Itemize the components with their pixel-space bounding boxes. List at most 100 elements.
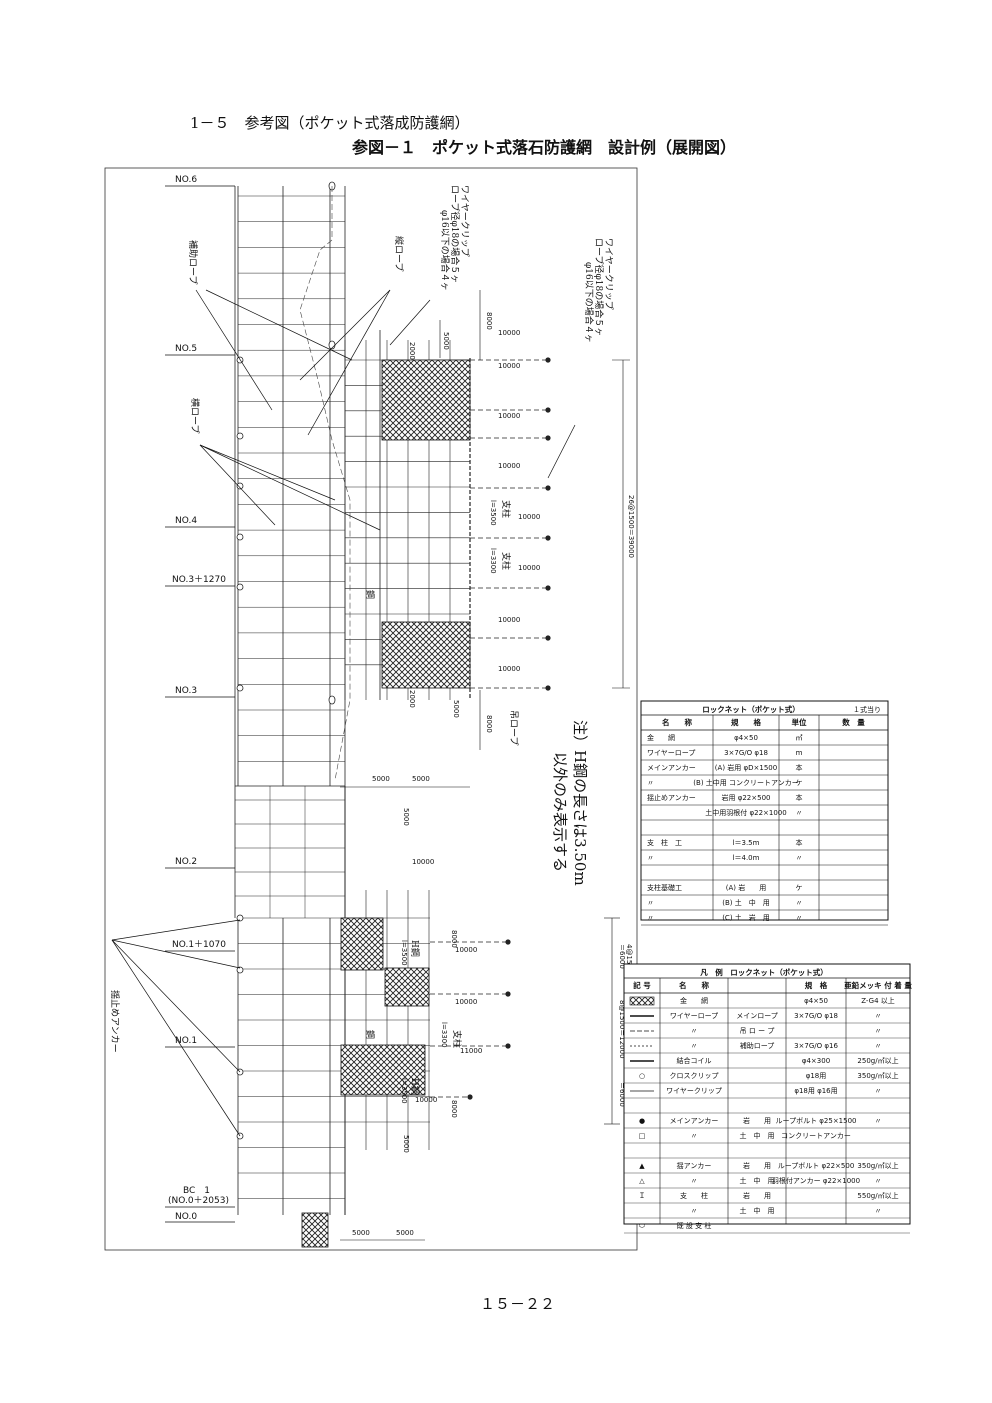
ltable-cell: ワイヤーロープ [670, 1012, 718, 1020]
station-no4: NO.4 [175, 516, 197, 526]
dim-11000: 11000 [460, 1047, 482, 1055]
mesh-areas [301, 359, 471, 1248]
ltable-cell: 金 網 [680, 996, 708, 1005]
ltable-cell: 支 柱 [680, 1191, 708, 1200]
ltable-cell: 土 中 用 [740, 1131, 775, 1140]
dim-2000-2: 2000 [408, 690, 416, 708]
qtable-cell: m [796, 749, 803, 757]
ltable-cell: 〃 [691, 1042, 698, 1050]
dim-10000-11: 10000 [455, 998, 477, 1006]
dim-10000-12: 10000 [415, 1096, 437, 1104]
anchor-lines [236, 181, 551, 1140]
node-circle [236, 482, 244, 490]
section-heading: 1－５ 参考図（ポケット式落成防護網） [190, 114, 470, 132]
qtable-cell: 岩用 φ22×500 [722, 793, 771, 802]
anchor-dot [545, 357, 551, 363]
label-yoko-rope: 横ロープ [189, 398, 201, 433]
dim-5000-1: 5000 [372, 775, 390, 783]
node-circle [236, 684, 244, 692]
station-labels: NO.6 NO.5 NO.4 NO.3＋1270 NO.3 NO.2 NO.1＋… [168, 175, 229, 1222]
qtable-cell: (B) 土 中 用 [722, 898, 770, 907]
ltable-cell: ○ [639, 1072, 645, 1080]
ltable-title: 凡 例 ロックネット（ポケット式） [700, 967, 828, 977]
note-line-1: 注）H鋼の長さは3.50m [571, 720, 589, 886]
hkou-label-2: H鋼 [409, 1078, 421, 1095]
note-line-2: 以外のみ表示する [551, 752, 569, 872]
ltable-cell: Ｉ [639, 1192, 646, 1200]
node-circle [236, 914, 244, 922]
mesh-symbol [629, 996, 655, 1006]
label-tate-rope: 縦ロープ [393, 236, 405, 271]
ltable-cell: 岩 用 [743, 1191, 771, 1200]
dimension-labels: 10000 10000 10000 10000 10000 10000 1000… [352, 312, 635, 1237]
node-circle [236, 583, 244, 591]
ltable-cell: 350g/㎡以上 [857, 1071, 898, 1080]
ltable-cell: ワイヤークリップ [666, 1087, 722, 1095]
ltable-cell: ▲ [639, 1162, 645, 1170]
ltable-cell: 結合コイル [677, 1056, 712, 1065]
dim-10000-8: 10000 [498, 665, 520, 673]
ltable-cell: φ18用 [806, 1072, 827, 1080]
dim-10000-6: 10000 [518, 564, 540, 572]
ltable-cell: 土 中 用 [740, 1206, 775, 1215]
dim-5000-2: 5000 [412, 775, 430, 783]
dim-26-1500: 26@1500＝39000 [627, 495, 635, 558]
ltable-cell: 揺アンカー [677, 1161, 712, 1170]
net-grid [234, 186, 471, 1215]
post-length-1: l=3500 [489, 500, 497, 526]
dim-6000-2: ＝6000 [618, 1082, 626, 1107]
figure-title: 参図－１ ポケット式落石防護網 設計例（展開図） [352, 138, 737, 157]
qtable-cell: メインアンカー [647, 764, 696, 772]
ltable-cell: ● [639, 1117, 645, 1125]
dimension-lines [340, 290, 630, 1241]
qtable-cell: (B) 土中用 コンクリートアンカー [693, 778, 798, 787]
station-bc1: BC 1 [183, 1186, 210, 1196]
ltable-cell: 〃 [875, 1177, 882, 1185]
mesh-area [381, 359, 471, 441]
ltable-cell: 吊 ロ ー プ [740, 1027, 775, 1035]
dim-2000-1: 2000 [408, 342, 416, 360]
qtable-cell: 揺止めアンカー [647, 793, 696, 802]
qtable-cell: 〃 [647, 899, 654, 907]
node-circle [236, 966, 244, 974]
clip-note-left-2: ロープ径φ18の場合５ヶ [449, 185, 461, 283]
legend-table: 凡 例 ロックネット（ポケット式） 記 号名 称規 格亜鉛メッキ 付 着 量金 … [623, 963, 912, 1234]
dim-6000-1: ＝6000 [618, 944, 626, 969]
ltable-cell: 550g/㎡以上 [857, 1191, 898, 1200]
ltable-cell: クロスクリップ [670, 1072, 719, 1080]
dim-5000-7: 5000 [402, 808, 410, 826]
qtable-header: 規 格 [731, 717, 761, 727]
ltable-header: 記 号 [633, 980, 651, 990]
qtable-cell: 〃 [796, 914, 803, 922]
anchor-dot [505, 1043, 511, 1049]
ltable-header: 亜鉛メッキ 付 着 量 [844, 980, 912, 990]
ltable-cell: φ18用 φ16用 [794, 1087, 837, 1095]
dim-10000-5: 10000 [518, 513, 540, 521]
qtable-cell: ケ [796, 779, 803, 787]
qtable-cell: (A) 岩 用 [726, 883, 766, 892]
station-no3: NO.3 [175, 686, 197, 696]
qtable-cell: l＝4.0m [733, 854, 760, 862]
qtable-cell: 支柱基礎工 [647, 883, 682, 892]
mesh-area [340, 1044, 426, 1096]
post-label-2: 支柱 [500, 552, 512, 570]
clip-note-left-3: φ16以下の場合４ヶ [439, 210, 451, 291]
station-no0-2053: (NO.0＋2053) [168, 1195, 229, 1206]
ltable-cell: 岩 用 [743, 1161, 771, 1170]
dim-8000-1: 8000 [485, 312, 493, 330]
mesh-area [301, 1212, 329, 1248]
ltable-cell: 羽根付アンカー φ22×1000 [772, 1176, 860, 1185]
dim-4-1500-1: 4@1500 [625, 944, 633, 973]
qtable-cell: 〃 [796, 854, 803, 862]
dim-5000-4: 5000 [396, 1229, 414, 1237]
node-circle [236, 533, 244, 541]
dim-10000-7: 10000 [498, 616, 520, 624]
dim-5000-5: 5000 [442, 332, 450, 350]
ltable-cell: 〃 [691, 1177, 698, 1185]
ltable-cell: ループボルト φ22×500 [778, 1162, 855, 1170]
ltable-cell: 250g/㎡以上 [857, 1056, 898, 1065]
ltable-cell: □ [639, 1132, 646, 1140]
label-tsuri-rope: 吊ロープ [508, 710, 519, 745]
dim-10000-3: 10000 [498, 412, 520, 420]
